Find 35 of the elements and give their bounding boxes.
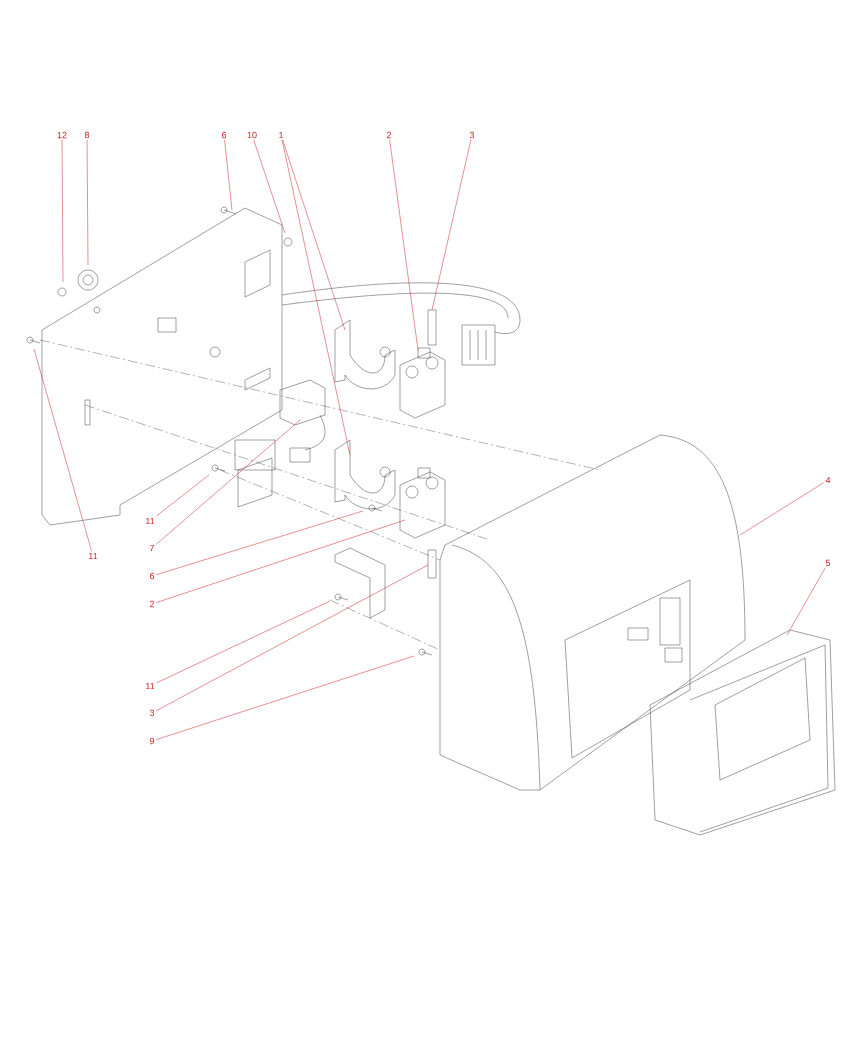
callout-number: 11 bbox=[89, 552, 98, 560]
leader-line bbox=[431, 139, 472, 311]
leader-line bbox=[156, 600, 331, 684]
callout-number: 3 bbox=[149, 709, 155, 717]
callout-number: 11 bbox=[146, 517, 155, 525]
leader-line bbox=[155, 564, 429, 711]
callout-number: 3 bbox=[469, 131, 475, 139]
callout-number: 6 bbox=[149, 572, 155, 580]
callout-number: 10 bbox=[247, 131, 257, 139]
leader-line bbox=[155, 474, 210, 517]
callout-number: 8 bbox=[84, 131, 90, 139]
callout-number: 1 bbox=[279, 131, 284, 139]
leader-line bbox=[739, 482, 825, 536]
leader-line bbox=[155, 419, 301, 545]
callout-number: 9 bbox=[149, 737, 155, 745]
leader-line bbox=[253, 139, 286, 234]
leader-line bbox=[389, 139, 419, 351]
leader-line bbox=[86, 139, 89, 266]
leader-line bbox=[224, 139, 233, 211]
callout-number: 2 bbox=[149, 600, 155, 608]
leader-line bbox=[155, 655, 415, 740]
callout-number: 12 bbox=[57, 131, 67, 139]
callout-number: 11 bbox=[146, 682, 155, 690]
leader-line bbox=[281, 139, 351, 456]
leader-line bbox=[155, 510, 364, 575]
leader-line bbox=[33, 348, 92, 552]
leader-line bbox=[61, 139, 64, 283]
callout-number: 5 bbox=[825, 559, 831, 567]
callout-number: 2 bbox=[386, 131, 392, 139]
leader-line bbox=[786, 567, 826, 636]
callout-number: 6 bbox=[221, 131, 227, 139]
leader-line bbox=[155, 519, 406, 603]
leader-line bbox=[282, 139, 346, 331]
callout-number: 7 bbox=[149, 544, 155, 552]
callout-number: 4 bbox=[825, 476, 831, 484]
